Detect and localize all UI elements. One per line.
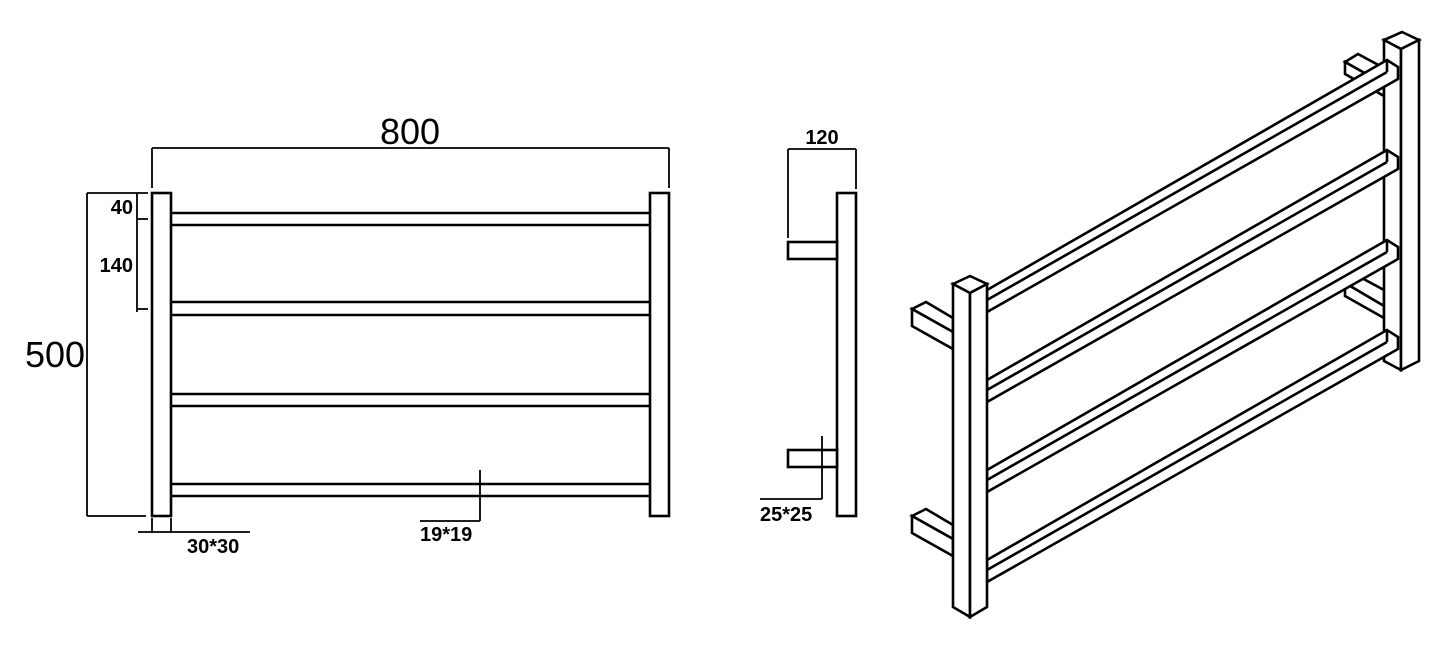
height-label: 500 xyxy=(25,334,85,375)
bottom-bracket xyxy=(786,448,839,469)
upright-size-dimension: 30*30 xyxy=(138,518,250,558)
iso-right-upright xyxy=(1381,30,1422,373)
bracket-size-dimension: 25*25 xyxy=(760,436,823,526)
top-offset-label: 40 xyxy=(111,197,133,219)
side-view: 120 25*25 xyxy=(760,127,858,526)
bracket-size-label: 25*25 xyxy=(760,504,812,526)
side-upright xyxy=(835,191,858,518)
left-upright xyxy=(150,191,173,518)
depth-label: 120 xyxy=(805,127,838,149)
isometric-view xyxy=(909,30,1422,620)
height-dimension: 500 xyxy=(25,192,148,517)
front-view: 800 500 40 140 30*30 19*19 xyxy=(25,111,671,558)
rail-spacing-label: 140 xyxy=(100,255,133,277)
width-dimension: 800 xyxy=(151,111,670,188)
iso-front-brackets xyxy=(909,300,955,559)
top-bracket xyxy=(786,240,839,261)
iso-left-upright xyxy=(950,274,990,620)
width-label: 800 xyxy=(380,111,440,152)
right-upright xyxy=(648,191,671,518)
upright-size-label: 30*30 xyxy=(187,536,239,558)
iso-rails xyxy=(985,58,1400,585)
front-rails xyxy=(171,211,650,498)
depth-dimension: 120 xyxy=(787,127,857,238)
rail-size-dimension: 19*19 xyxy=(420,470,481,546)
rail-size-label: 19*19 xyxy=(420,524,472,546)
rail-spacing-dimension: 40 140 xyxy=(100,193,148,312)
